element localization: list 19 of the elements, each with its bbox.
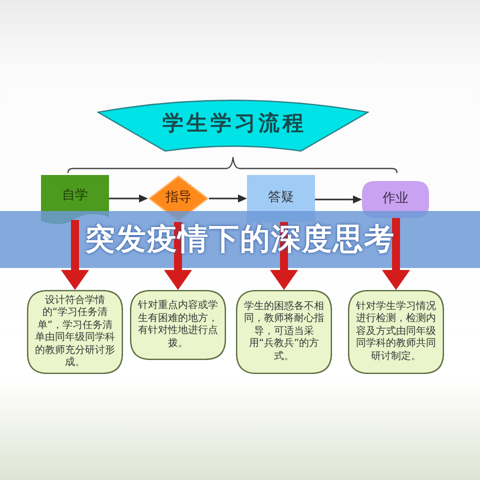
node-label: 指导 (166, 190, 192, 207)
node-label: 作业 (382, 191, 408, 208)
note-box (348, 290, 444, 374)
arrow (209, 194, 247, 202)
diagram-heading: 学生学习流程 (162, 110, 306, 137)
note-text: 学生的困惑各不相同，教师将耐心指导，可适当采用“兵教兵”的方式。 (243, 300, 325, 364)
arrow (109, 194, 148, 202)
note-box (130, 290, 226, 360)
node-label: 答疑 (268, 190, 294, 207)
banner-shape (97, 99, 369, 152)
note-text: 设计符合学情的“学习任务清单”，学习任务清单由同年级同学科的教师充分研讨形成。 (34, 294, 116, 370)
note-box (236, 290, 332, 374)
note-box (27, 290, 123, 374)
arrow (382, 218, 410, 290)
arrow (315, 196, 362, 204)
arrow (61, 220, 89, 290)
note-text: 针对学生学习情况进行检测，检测内容及方式由同年级同学科的教师共同研讨制定。 (355, 300, 437, 364)
note-text: 针对重点内容或学生有困难的地方，有针对性地进行点拨。 (137, 300, 219, 350)
node-label: 自学 (62, 188, 88, 205)
